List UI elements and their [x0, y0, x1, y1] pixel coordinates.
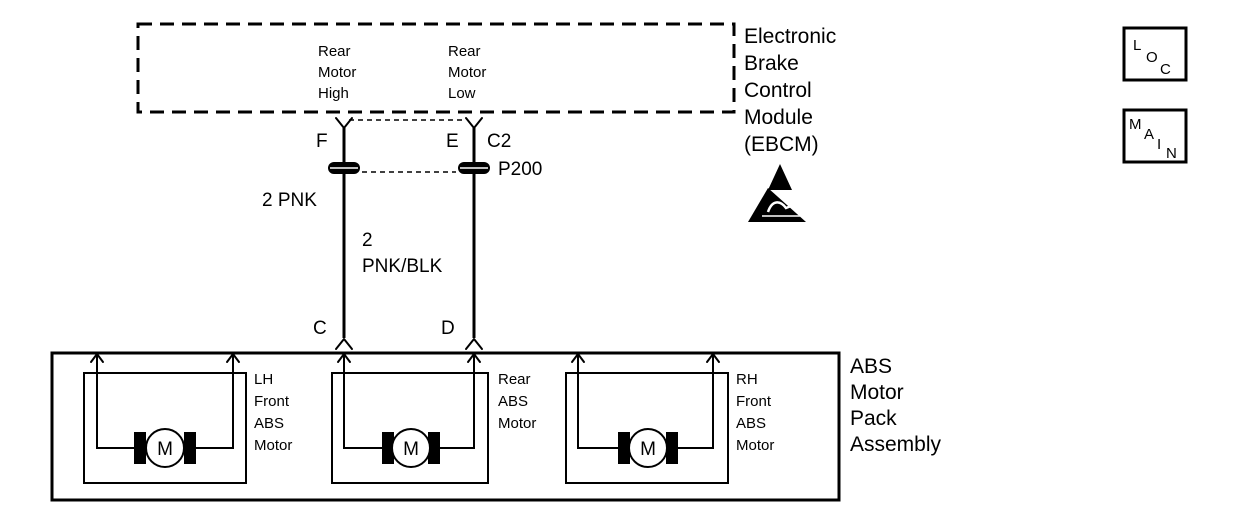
motor-rh-front: M RH Front ABS Motor	[565, 353, 775, 484]
motor-lead-left	[343, 353, 384, 449]
main-letter: A	[1144, 126, 1154, 143]
pin-d-label: D	[441, 318, 455, 339]
motor-lead-left	[96, 353, 136, 449]
motor-brush-left	[134, 432, 146, 464]
motor-symbol: M	[403, 439, 419, 460]
ebcm-label-line: Electronic	[744, 25, 836, 48]
ebcm-module: Electronic Brake Control Module (EBCM) R…	[136, 22, 842, 156]
pin-f-label: F	[316, 131, 328, 152]
arrowhead-icon	[706, 353, 720, 363]
motor-brush-left	[618, 432, 630, 464]
motor-lh-front: M LH Front ABS Motor	[83, 353, 293, 484]
motor-lh-front-label: LH Front ABS Motor	[254, 371, 293, 454]
motor-lead-right	[434, 353, 475, 449]
pin-e-terminal	[465, 117, 483, 129]
ebcm-label-line: Module	[744, 106, 813, 129]
motor-rear-label: Rear ABS Motor	[498, 371, 536, 432]
splice-label: P200	[498, 159, 542, 180]
main-letter: I	[1157, 136, 1161, 153]
arrowhead-icon	[90, 353, 104, 363]
abs-motor-pack-box	[50, 351, 841, 502]
loc-icon: L O C	[1122, 26, 1188, 82]
motor-lead-left	[577, 353, 620, 449]
wire-pnk-label: 2 PNK	[262, 190, 317, 211]
pin-c-label: C	[313, 318, 327, 339]
ebcm-label-line: (EBCM)	[744, 133, 819, 156]
ebcm-label: Electronic Brake Control Module (EBCM)	[744, 25, 842, 156]
motor-symbol: M	[157, 439, 173, 460]
motor-rear: M Rear ABS Motor	[331, 353, 536, 484]
esd-warning-icon	[748, 164, 806, 222]
wire-pnk-blk-label: 2 PNK/BLK	[362, 230, 443, 277]
esd-hand-mark	[766, 201, 797, 213]
esd-triangle-small	[768, 164, 792, 190]
ebcm-label-line: Brake	[744, 52, 799, 75]
motor-frame	[83, 372, 247, 484]
splice-p200: P200	[328, 159, 542, 180]
loc-letter: L	[1133, 37, 1141, 54]
motor-pack-label: ABS Motor Pack Assembly	[850, 355, 942, 456]
rear-motor-low-label: Rear Motor Low	[448, 43, 491, 102]
arrowhead-icon	[226, 353, 240, 363]
main-icon-box	[1122, 108, 1188, 164]
motor-frame	[331, 372, 489, 484]
motor-symbol: M	[640, 439, 656, 460]
lead-arrowheads	[90, 353, 720, 363]
main-icon: M A I N	[1122, 108, 1188, 164]
rear-motor-high-label: Rear Motor High	[318, 43, 361, 102]
ebcm-label-line: Control	[744, 79, 812, 102]
motor-brush-right	[428, 432, 440, 464]
arrowhead-icon	[337, 353, 351, 363]
motor-icon	[145, 428, 185, 468]
arrowhead-icon	[467, 353, 481, 363]
main-letter: N	[1166, 145, 1177, 162]
motor-icon	[628, 428, 668, 468]
motor-icon	[391, 428, 431, 468]
main-letter: M	[1129, 116, 1142, 133]
connector-c2-label: C2	[487, 131, 511, 152]
ebcm-module-box	[136, 22, 736, 114]
motor-lead-right	[194, 353, 234, 449]
pin-e-label: E	[446, 131, 459, 152]
esd-triangle-large	[748, 188, 806, 222]
motor-rh-front-label: RH Front ABS Motor	[736, 371, 775, 454]
motor-frame	[565, 372, 729, 484]
pin-d-terminal	[465, 338, 483, 350]
pin-f-terminal	[335, 117, 353, 129]
motor-lead-right	[676, 353, 714, 449]
pin-c-terminal	[335, 338, 353, 350]
loc-letter: O	[1146, 49, 1158, 66]
motor-brush-right	[666, 432, 678, 464]
arrowhead-icon	[571, 353, 585, 363]
motor-brush-right	[184, 432, 196, 464]
loc-icon-box	[1122, 26, 1188, 82]
motor-brush-left	[382, 432, 394, 464]
loc-letter: C	[1160, 61, 1171, 78]
